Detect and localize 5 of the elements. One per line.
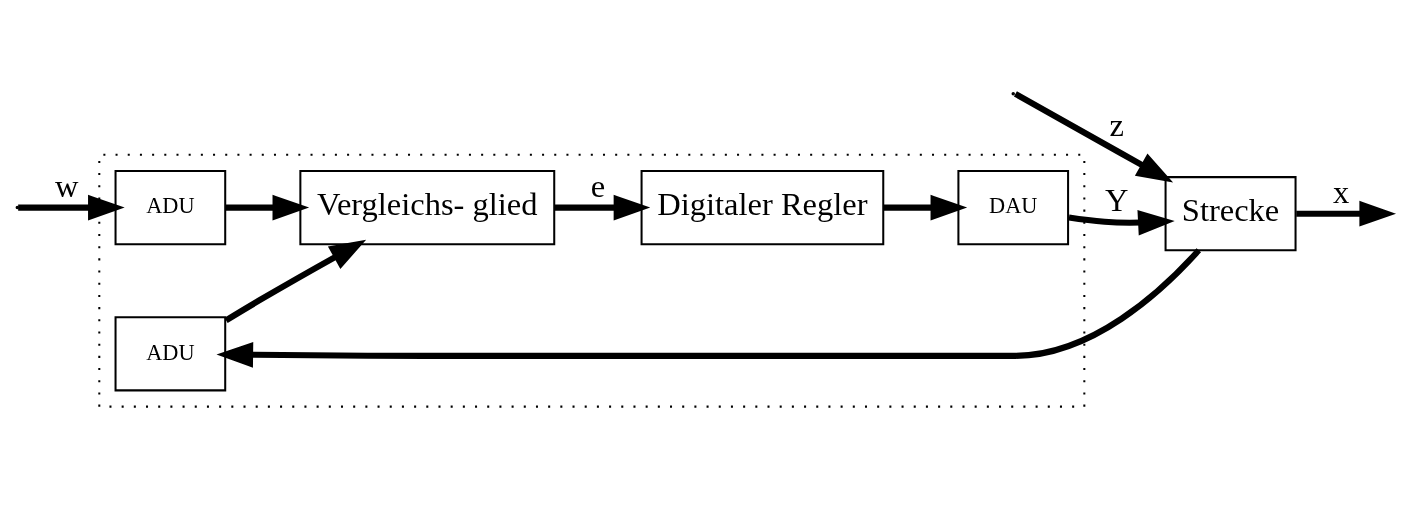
edge-label: e	[590, 168, 606, 205]
edge-label: x	[1333, 174, 1350, 211]
edge-label: Y	[1105, 182, 1129, 219]
edge-label: z	[1109, 107, 1125, 144]
edge-label: w	[55, 168, 79, 205]
